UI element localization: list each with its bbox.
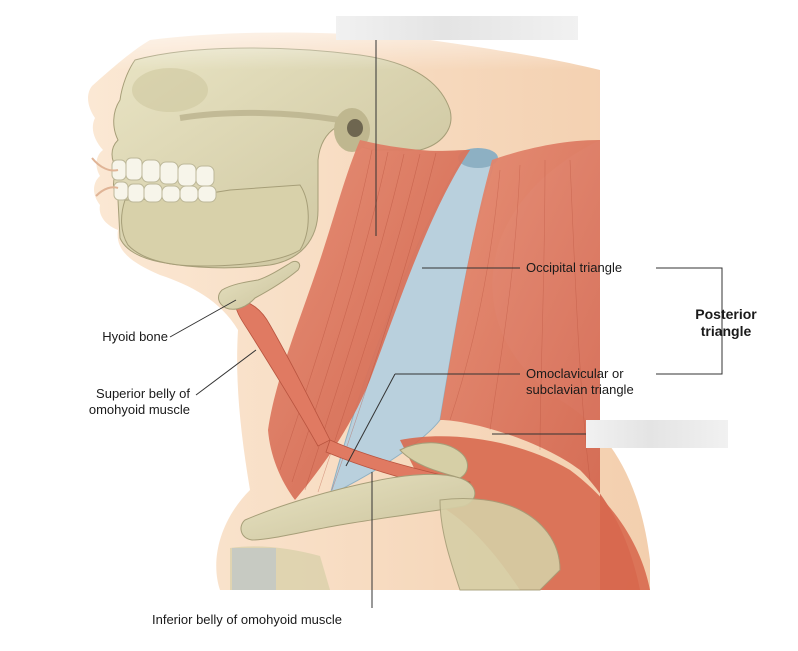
teeth [111,157,217,203]
leader-superior-belly [195,349,257,396]
leader-lines [169,38,723,608]
omohyoid-superior-belly [234,299,331,447]
redacted-label-right [586,420,728,448]
label-hyoid-bone: Hyoid bone [102,329,168,344]
label-superior-belly-line1: Superior belly of [96,386,190,401]
label-omoclavicular-triangle: Omoclavicular or subclavian triangle [526,366,634,398]
leader-omoclavicular-diag [345,373,396,467]
label-omoclavicular-line1: Omoclavicular or [526,366,624,381]
label-posterior-line1: Posterior [695,306,757,322]
leader-hyoid [169,299,237,338]
label-posterior-line2: triangle [700,323,752,339]
hyoid-bone [218,261,301,310]
label-superior-belly-line2: omohyoid muscle [88,402,190,417]
bracket-posterior [656,267,723,375]
label-omoclavicular-line2: subclavian triangle [526,382,634,397]
sternocleidomastoid-muscle [268,140,470,500]
label-inferior-belly-omohyoid: Inferior belly of omohyoid muscle [152,612,343,627]
label-superior-belly-omohyoid: Superior belly of omohyoid muscle [40,386,190,418]
redacted-label-top [336,16,578,40]
trapezius-muscle [440,140,640,590]
label-occipital-triangle: Occipital triangle [526,260,623,275]
label-posterior-triangle: Posterior triangle [668,306,784,340]
